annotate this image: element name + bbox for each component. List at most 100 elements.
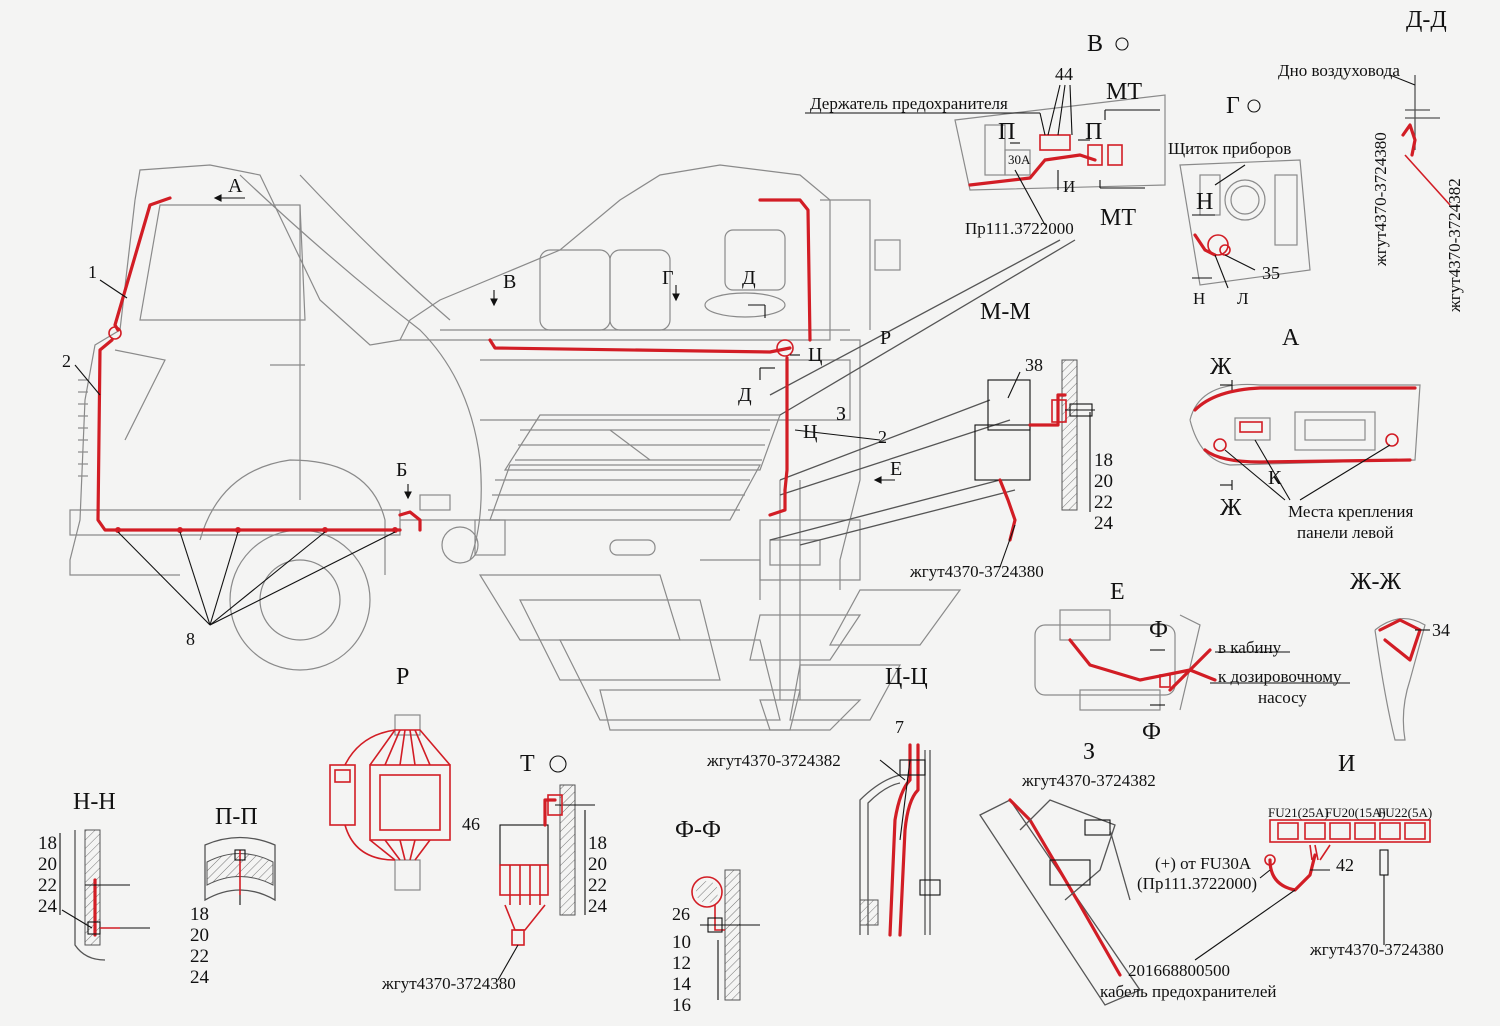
view-ff-title: Ф-Ф: [675, 817, 721, 843]
fuse-holder-label: Держатель предохранителя: [810, 94, 1008, 113]
engine-hatched-panels: [478, 414, 962, 731]
instrument-panel-label: Щиток приборов: [1168, 139, 1292, 158]
harness-380-i-label: жгут4370-3724380: [1310, 940, 1444, 959]
view-g-title: Г: [1226, 93, 1240, 119]
callout-10: 10: [672, 932, 691, 953]
view-ff: [691, 869, 760, 1001]
view-i-title: И: [1338, 751, 1356, 777]
section-mark-v: В: [503, 271, 517, 293]
harness-380-mm-label: жгут4370-3724380: [910, 562, 1044, 581]
harness-382-z-label: жгут4370-3724382: [1022, 771, 1156, 790]
section-mark-p-right: П: [1085, 119, 1103, 145]
callout-20: 20: [38, 854, 57, 875]
callout-2: 2: [62, 351, 71, 371]
callout-34: 34: [1432, 620, 1450, 640]
view-z: [979, 798, 1141, 1006]
section-arrows-main: [213, 194, 895, 500]
callout-24: 24: [1094, 513, 1113, 534]
cable-name-label: кабель предохранителей: [1100, 982, 1277, 1001]
section-mark-n: Н: [1196, 189, 1214, 215]
callout-35: 35: [1262, 263, 1280, 283]
callout-46: 46: [462, 814, 480, 834]
section-mark-f-bottom: Ф: [1142, 719, 1161, 745]
section-mark-z: З: [836, 403, 847, 425]
callout-stack-ff: 10 12 14 16: [672, 932, 691, 1016]
section-mark-d: Д: [742, 267, 756, 289]
callout-18: 18: [38, 833, 57, 854]
view-pp-title: П-П: [215, 804, 258, 830]
view-e-title: Е: [1110, 579, 1125, 605]
section-mark-l: Л: [1237, 289, 1249, 308]
view-t-title: Т: [520, 751, 535, 777]
mounting-points-line2: панели левой: [1297, 523, 1394, 542]
callout-24: 24: [588, 896, 607, 917]
view-mm: [974, 359, 1095, 568]
view-a-title: А: [1282, 325, 1300, 351]
to-cab-label: в кабину: [1218, 638, 1282, 657]
callout-22: 22: [1094, 492, 1113, 513]
view-g-instrument-panel: [1179, 99, 1311, 289]
view-tsts-title: Ц-Ц: [885, 664, 928, 690]
view-tsts: [859, 743, 941, 937]
view-zhzh-title: Ж-Ж: [1350, 569, 1401, 595]
mounting-points-line1: Места крепления: [1288, 502, 1414, 521]
callout-1: 1: [88, 262, 97, 282]
harness-380-dd-label: жгут4370-3724380: [1371, 132, 1390, 266]
view-e: [1034, 609, 1350, 711]
air-duct-bottom-label: Дно воздуховода: [1278, 61, 1400, 80]
callout-8: 8: [186, 629, 195, 649]
harness-382-dd-label: жгут4370-3724382: [1445, 178, 1464, 312]
view-dd-title: Д-Д: [1406, 7, 1447, 33]
section-mark-f-top: Ф: [1149, 617, 1168, 643]
section-mark-mt-top: МТ: [1106, 79, 1142, 105]
to-pump-line1: к дозировочному: [1218, 667, 1342, 686]
section-mark-e: Е: [890, 458, 903, 480]
callout-12: 12: [672, 953, 691, 974]
callout-16: 16: [672, 995, 691, 1016]
view-mm-title: М-М: [980, 299, 1031, 325]
view-r-title: Р: [396, 664, 410, 690]
section-mark-r: Р: [880, 327, 892, 349]
projection-lines: [769, 239, 1076, 546]
section-mark-a: А: [228, 175, 243, 197]
view-t: [497, 755, 595, 981]
pr111-label: Пр111.3722000: [965, 219, 1074, 238]
callout-8-leaders: [74, 279, 396, 626]
cab-interior-view: [399, 164, 901, 700]
section-mark-n-2: Н: [1193, 289, 1206, 308]
truck-side-view: [69, 164, 506, 671]
section-mark-zh-bottom: Ж: [1220, 495, 1242, 521]
callout-24: 24: [38, 896, 57, 917]
section-mark-p-left: П: [998, 119, 1016, 145]
callout-2b: 2: [878, 427, 887, 447]
section-mark-ts: Ц: [808, 344, 823, 366]
callout-20: 20: [190, 925, 209, 946]
callout-22: 22: [588, 875, 607, 896]
view-dd: [1389, 74, 1451, 206]
fuse-30a-label: 30А: [1008, 152, 1031, 167]
harness-382-tsts-label: жгут4370-3724382: [707, 751, 841, 770]
view-i: [1194, 819, 1431, 961]
section-mark-ts-2: Ц: [803, 421, 818, 443]
section-mark-g: Г: [662, 267, 674, 289]
plus-from-line2: (Пр111.3722000): [1137, 874, 1258, 893]
callout-14: 14: [672, 974, 691, 995]
fu21-label: FU21(25A): [1268, 805, 1329, 820]
callout-24: 24: [190, 967, 209, 988]
view-nn-title: Н-Н: [73, 789, 116, 815]
view-nn: [59, 829, 150, 961]
callout-42: 42: [1336, 855, 1354, 875]
harness-380-t-label: жгут4370-3724380: [382, 974, 516, 993]
callout-20: 20: [588, 854, 607, 875]
fu20-label: FU20(15A): [1325, 805, 1386, 820]
callout-38: 38: [1025, 355, 1043, 375]
section-mark-zh-top: Ж: [1210, 354, 1232, 380]
callout-stack-nn: 18 20 22 24: [38, 833, 57, 917]
to-pump-line2: насосу: [1258, 688, 1307, 707]
plus-from-line1: (+) от FU30A: [1155, 854, 1252, 873]
fu22-label: FU22(5A): [1378, 805, 1433, 820]
callout-stack-t: 18 20 22 24: [588, 833, 607, 917]
view-a-panel: [1189, 380, 1421, 501]
callout-20: 20: [1094, 471, 1113, 492]
